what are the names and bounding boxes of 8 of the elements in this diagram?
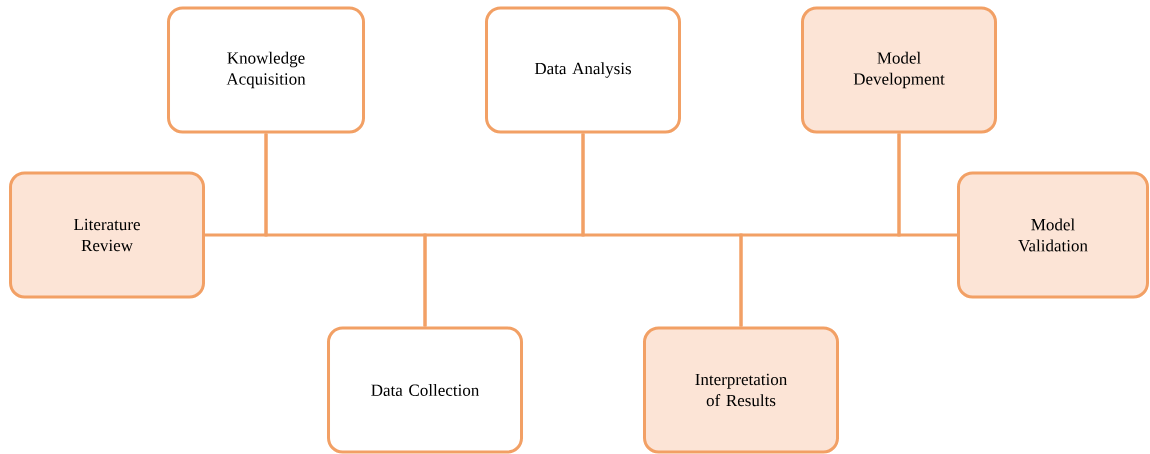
process-box: Model Validation	[957, 171, 1149, 299]
connector-line	[897, 133, 957, 237]
process-box: Knowledge Acquisition	[167, 6, 365, 134]
process-box: Model Development	[801, 6, 997, 134]
process-box: Literature Review	[9, 171, 205, 299]
process-box: Data Analysis	[485, 6, 681, 134]
process-box: Data Collection	[327, 326, 523, 454]
process-box: Interpretation of Results	[643, 326, 839, 454]
